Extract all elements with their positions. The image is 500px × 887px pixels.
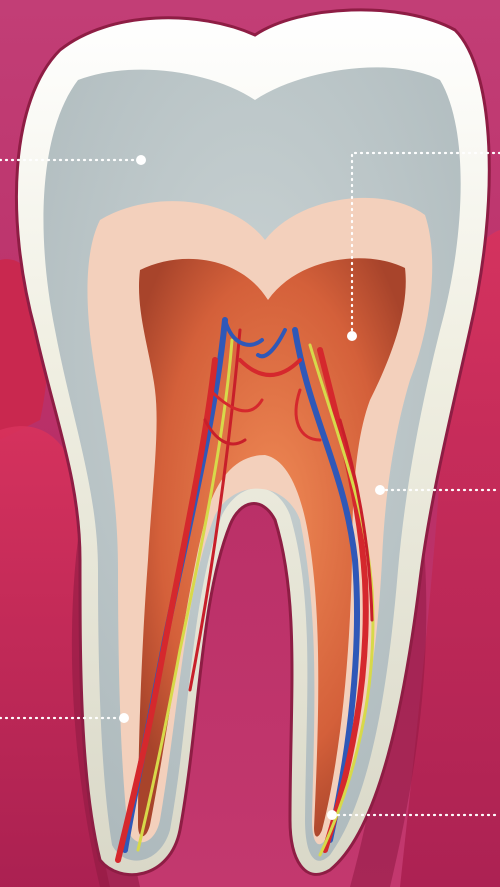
callout-dot xyxy=(119,713,129,723)
callout-dot xyxy=(136,155,146,165)
callout-dot xyxy=(327,810,337,820)
callout-dot xyxy=(347,331,357,341)
callout-dot xyxy=(375,485,385,495)
